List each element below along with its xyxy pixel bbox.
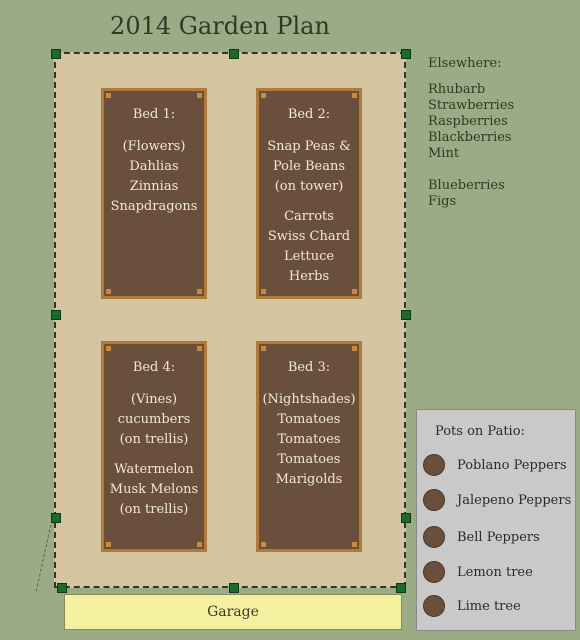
fence-post-icon <box>401 513 411 523</box>
pot-item: Bell Peppers <box>423 525 540 549</box>
elsewhere-item: Rhubarb <box>428 82 486 97</box>
bed-plant: Lettuce <box>283 249 335 264</box>
pot-icon <box>423 489 445 511</box>
bed-plant: (Vines) <box>130 392 178 407</box>
pot-item: Lime tree <box>423 594 521 618</box>
elsewhere-item: Raspberries <box>428 114 508 129</box>
bed-corner <box>352 93 357 98</box>
pot-icon <box>423 561 445 583</box>
bed-plant: Carrots <box>284 209 334 224</box>
bed-plant: (Nightshades) <box>262 392 356 407</box>
bed-plant: (Flowers) <box>122 139 186 154</box>
bed-plant: Swiss Chard <box>267 229 351 244</box>
bed-plant: Tomatoes <box>277 432 341 447</box>
bed-plant: Marigolds <box>275 472 343 487</box>
bed-plant: Herbs <box>288 269 330 284</box>
pot-item: Lemon tree <box>423 560 533 584</box>
bed-plant: (on trellis) <box>119 502 189 517</box>
fence-post-icon <box>57 583 67 593</box>
pot-label: Bell Peppers <box>457 529 540 545</box>
bed-plant: Dahlias <box>129 159 179 174</box>
pot-label: Jalepeno Peppers <box>457 492 572 508</box>
bed-4: Bed 4: (Vines) cucumbers (on trellis) Waterm… <box>101 341 207 552</box>
bed-corner <box>106 93 111 98</box>
pots-heading: Pots on Patio: <box>435 424 525 439</box>
fence-post-icon <box>401 310 411 320</box>
elsewhere-item: Blackberries <box>428 130 512 145</box>
bed-corner <box>106 542 111 547</box>
bed-corner <box>197 542 202 547</box>
pot-item: Jalepeno Peppers <box>423 488 571 512</box>
bed-plant: cucumbers <box>117 412 191 427</box>
fence-post-icon <box>229 49 239 59</box>
fence-post-icon <box>401 49 411 59</box>
pot-label: Lemon tree <box>457 564 533 580</box>
pot-icon <box>423 595 445 617</box>
bed-group-gap <box>259 199 359 209</box>
bed-corner <box>261 289 266 294</box>
bed-corner <box>106 289 111 294</box>
pot-label: Lime tree <box>457 598 521 614</box>
bed-corner <box>352 542 357 547</box>
bed-corner <box>197 93 202 98</box>
bed-corner <box>352 346 357 351</box>
bed-plant: (on tower) <box>274 179 344 194</box>
bed-plant: Tomatoes <box>277 412 341 427</box>
pot-icon <box>423 454 445 476</box>
bed-corner <box>106 346 111 351</box>
elsewhere-heading: Elsewhere: <box>428 56 502 71</box>
bed-plant: Snap Peas & <box>267 139 351 154</box>
bed-name: Bed 4: <box>132 360 176 375</box>
bed-plant: Snapdragons <box>110 199 198 214</box>
bed-group-gap <box>104 452 204 462</box>
elsewhere-item: Strawberries <box>428 98 515 113</box>
bed-plant: Tomatoes <box>277 452 341 467</box>
fence-post-icon <box>51 310 61 320</box>
bed-corner <box>261 346 266 351</box>
bed-name: Bed 3: <box>287 360 331 375</box>
pot-item: Poblano Peppers <box>423 453 567 477</box>
bed-2: Bed 2: Snap Peas & Pole Beans (on tower) Car… <box>256 88 362 299</box>
pot-label: Poblano Peppers <box>457 457 567 473</box>
fence-post-icon <box>51 513 61 523</box>
bed-plant: Musk Melons <box>109 482 199 497</box>
elsewhere-item: Blueberries <box>428 178 505 193</box>
bed-name: Bed 2: <box>287 107 331 122</box>
garage: Garage <box>64 594 402 630</box>
bed-plant: Zinnias <box>129 179 179 194</box>
pot-icon <box>423 526 445 548</box>
bed-corner <box>197 346 202 351</box>
elsewhere-item: Mint <box>428 146 460 161</box>
fence-post-icon <box>229 583 239 593</box>
bed-corner <box>197 289 202 294</box>
bed-name: Bed 1: <box>132 107 176 122</box>
bed-plant: (on trellis) <box>119 432 189 447</box>
page-title: 2014 Garden Plan <box>110 12 330 40</box>
fence-post-icon <box>396 583 406 593</box>
bed-corner <box>261 542 266 547</box>
fence-post-icon <box>51 49 61 59</box>
bed-plant: Watermelon <box>114 462 194 477</box>
bed-corner <box>352 289 357 294</box>
bed-plant: Pole Beans <box>272 159 346 174</box>
bed-corner <box>261 93 266 98</box>
elsewhere-item: Figs <box>428 194 457 209</box>
